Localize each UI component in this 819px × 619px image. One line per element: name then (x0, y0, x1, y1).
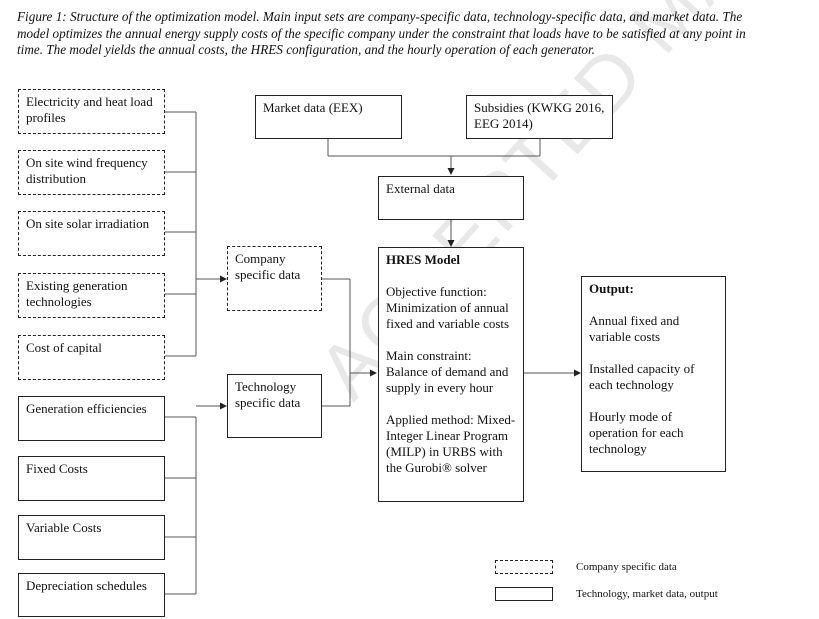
output-annual-costs: Annual fixed and variable costs (589, 313, 680, 344)
hres-model: HRES Model Objective function: Minimizat… (378, 247, 524, 502)
input-wind-distribution: On site wind frequency distribution (18, 150, 165, 195)
legend-dashed-swatch (495, 560, 553, 574)
input-solar-irradiation: On site solar irradiation (18, 211, 165, 256)
figure-caption: Figure 1: Structure of the optimization … (17, 9, 746, 57)
market-data: Market data (EEX) (255, 95, 402, 139)
subsidies: Subsidies (KWKG 2016, EEG 2014) (466, 95, 613, 139)
hres-method: Applied method: Mixed-Integer Linear Pro… (386, 412, 516, 475)
input-generation-efficiencies: Generation efficiencies (18, 396, 165, 441)
input-depreciation-schedules: Depreciation schedules (18, 573, 165, 617)
legend-solid-swatch (495, 587, 553, 601)
technology-specific-data: Technology specific data (227, 374, 322, 438)
output-title: Output: (589, 281, 634, 296)
input-variable-costs: Variable Costs (18, 515, 165, 560)
output-installed-capacity: Installed capacity of each technology (589, 361, 695, 392)
output-box: Output: Annual fixed and variable costs … (581, 276, 726, 472)
hres-constraint: Main constraint: Balance of demand and s… (386, 348, 509, 395)
legend-dashed-label: Company specific data (576, 561, 677, 573)
hres-objective: Objective function: Minimization of annu… (386, 284, 510, 331)
input-load-profiles: Electricity and heat load profiles (18, 89, 165, 134)
input-cost-of-capital: Cost of capital (18, 335, 165, 380)
input-fixed-costs: Fixed Costs (18, 456, 165, 501)
legend-solid-label: Technology, market data, output (576, 588, 718, 600)
output-hourly-operation: Hourly mode of operation for each techno… (589, 409, 684, 456)
company-specific-data: Company specific data (227, 246, 322, 311)
hres-title: HRES Model (386, 252, 461, 267)
input-existing-technologies: Existing generation technologies (18, 273, 165, 318)
external-data: External data (378, 176, 524, 220)
